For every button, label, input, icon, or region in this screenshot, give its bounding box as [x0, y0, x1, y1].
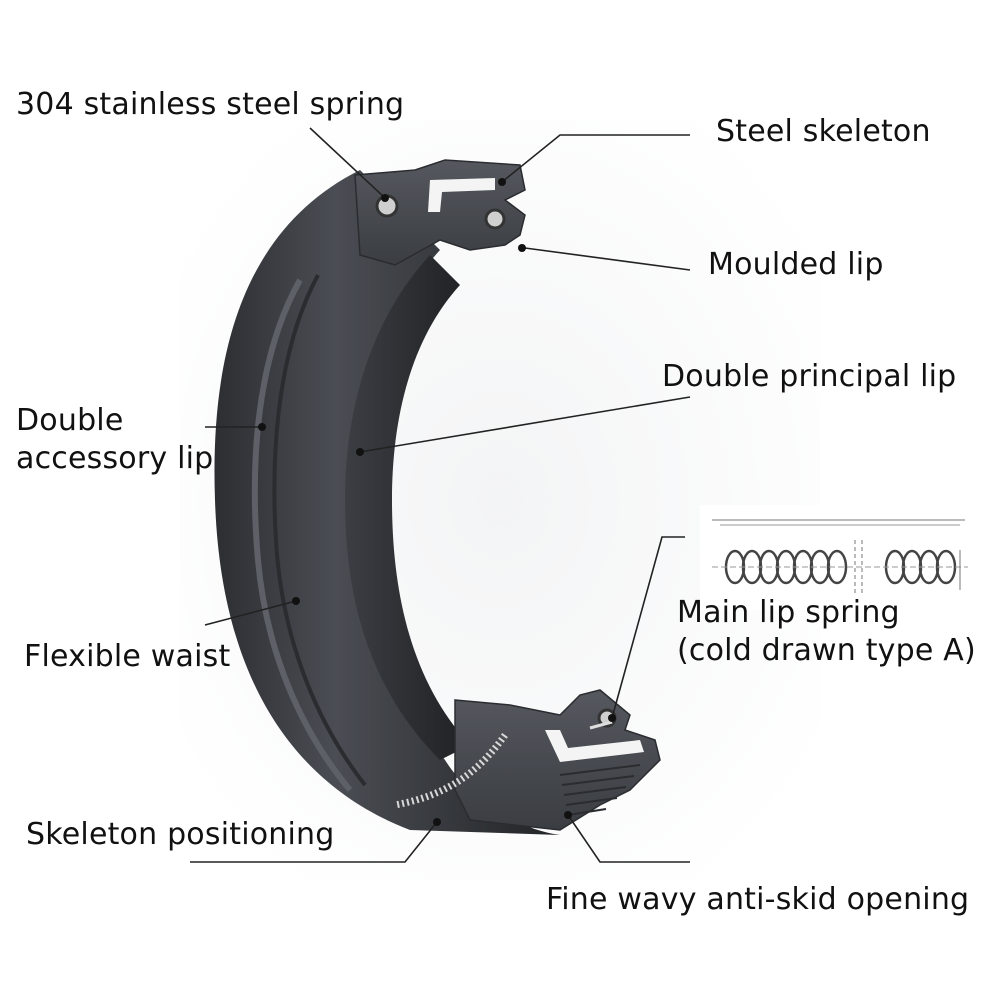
positioning-coil-spring [394, 732, 508, 809]
dot-flexible-waist [292, 597, 300, 605]
principal-lip-band [345, 255, 470, 760]
label-double-accessory-lip: Double accessory lip [16, 403, 214, 476]
label-fine-wavy-anti-skid-opening: Fine wavy anti-skid opening [546, 882, 970, 917]
dot-moulded-lip [518, 244, 526, 252]
dot-fine-wavy [564, 811, 572, 819]
label-304-stainless-steel-spring: 304 stainless steel spring [16, 87, 405, 122]
label-main-lip-spring: Main lip spring (cold drawn type A) [677, 595, 976, 668]
anti-skid-grooves [559, 764, 641, 816]
accessory-lip-ridge [251, 278, 353, 792]
label-steel-skeleton: Steel skeleton [716, 114, 931, 149]
label-flexible-waist: Flexible waist [24, 639, 231, 674]
dot-skeleton-positioning [433, 818, 441, 826]
top-inner-spring-icon [484, 208, 506, 230]
dot-accessory-lip [258, 423, 266, 431]
dot-main-spring [608, 714, 616, 722]
spring-technical-drawing [700, 505, 970, 610]
label-double-principal-lip: Double principal lip [662, 359, 957, 394]
top-steel-skeleton [428, 178, 495, 212]
dot-principal-lip [356, 448, 364, 456]
leader-lines [190, 127, 691, 863]
dot-304-spring [381, 194, 389, 202]
bottom-steel-skeleton [545, 730, 644, 762]
label-skeleton-positioning: Skeleton positioning [26, 817, 335, 852]
label-moulded-lip: Moulded lip [708, 247, 884, 282]
dot-steel-skeleton [498, 178, 506, 186]
